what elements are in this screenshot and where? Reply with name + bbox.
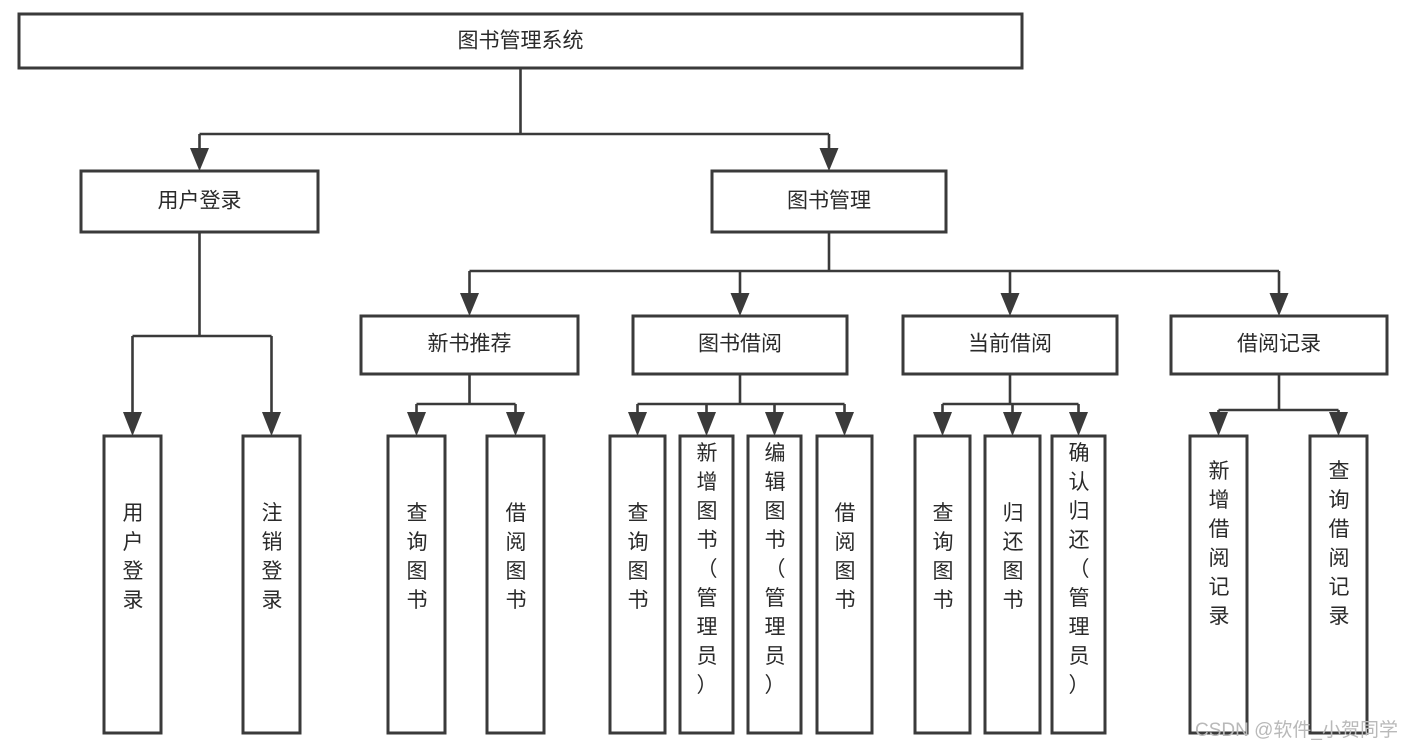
leaf-add-borrow-record[interactable]: 新增借阅记录: [1188, 434, 1249, 735]
leaf-add-book-admin-box[interactable]: [678, 434, 735, 735]
leaf-query-book-newrec-box[interactable]: [386, 434, 447, 735]
leaf-query-book-newrec-label: 查询图书: [407, 502, 428, 612]
node-current-borrow-label: 当前借阅: [968, 333, 1052, 356]
leaf-logout-label: 注销登录: [262, 502, 283, 612]
leaf-borrow-book[interactable]: 借阅图书: [815, 434, 874, 735]
leaf-query-book-borrow-box[interactable]: [608, 434, 667, 735]
leaf-borrow-book-newrec[interactable]: 借阅图书: [485, 434, 546, 735]
arrowhead-borrow-leaf-3: [765, 412, 784, 436]
arrowhead-leaf-logout: [262, 412, 281, 436]
arrowhead-newbook-leaf-2: [506, 412, 525, 436]
leaf-query-borrow-record[interactable]: 查询借阅记录: [1308, 434, 1369, 735]
arrowhead-current-leaf-3: [1069, 412, 1088, 436]
arrowhead-borrow-leaf-2: [697, 412, 716, 436]
node-current-borrow[interactable]: 当前借阅: [901, 314, 1119, 376]
arrowhead-book-borrow: [730, 293, 750, 316]
leaf-edit-book-admin[interactable]: 编辑图书（管理员）: [746, 434, 803, 735]
node-book-borrow-label: 图书借阅: [698, 333, 782, 356]
arrowhead-borrow-leaf-1: [628, 412, 647, 436]
leaf-confirm-return-admin-label: 确认归还（管理员）: [1069, 442, 1090, 697]
leaf-query-book-current-box[interactable]: [913, 434, 972, 735]
arrowhead-newbook-leaf-1: [407, 412, 426, 436]
arrowhead-current-borrow: [1000, 293, 1020, 316]
leaf-borrow-book-box[interactable]: [815, 434, 874, 735]
node-new-book-recommend[interactable]: 新书推荐: [359, 314, 580, 376]
node-user-login-label: 用户登录: [158, 190, 242, 213]
leaf-return-book[interactable]: 归还图书: [983, 434, 1042, 735]
leaf-confirm-return-admin[interactable]: 确认归还（管理员）: [1050, 434, 1107, 735]
leaf-query-book-newrec[interactable]: 查询图书: [386, 434, 447, 735]
arrowhead-book-mgmt: [819, 148, 839, 171]
leaf-borrow-book-label: 借阅图书: [835, 502, 856, 612]
leaf-query-book-borrow-label: 查询图书: [628, 502, 649, 612]
arrowhead-borrow-record: [1269, 293, 1289, 316]
leaf-logout-box[interactable]: [241, 434, 302, 735]
arrowhead-new-book-rec: [460, 293, 479, 316]
node-borrow-record-box[interactable]: [1169, 314, 1389, 376]
leaf-query-borrow-record-box[interactable]: [1308, 434, 1369, 735]
leaf-edit-book-admin-label: 编辑图书（管理员）: [765, 442, 786, 697]
leaf-add-book-admin[interactable]: 新增图书（管理员）: [678, 434, 735, 735]
node-root-system-box[interactable]: [17, 12, 1024, 70]
node-user-login[interactable]: 用户登录: [79, 169, 320, 234]
node-borrow-record-label: 借阅记录: [1237, 333, 1321, 356]
node-new-book-recommend-box[interactable]: [359, 314, 580, 376]
node-book-borrow[interactable]: 图书借阅: [631, 314, 849, 376]
leaf-query-book-current[interactable]: 查询图书: [913, 434, 972, 735]
arrowhead-borrow-leaf-4: [835, 412, 854, 436]
leaf-add-borrow-record-box[interactable]: [1188, 434, 1249, 735]
leaf-add-borrow-record-label: 新增借阅记录: [1209, 460, 1230, 628]
leaf-edit-book-admin-box[interactable]: [746, 434, 803, 735]
node-book-borrow-box[interactable]: [631, 314, 849, 376]
leaf-user-login-label: 用户登录: [123, 502, 144, 612]
node-root-system-label: 图书管理系统: [458, 30, 584, 53]
leaf-user-login-box[interactable]: [102, 434, 163, 735]
leaf-confirm-return-admin-box[interactable]: [1050, 434, 1107, 735]
arrowhead-leaf-user-login: [123, 412, 142, 436]
leaf-add-book-admin-label: 新增图书（管理员）: [697, 442, 718, 697]
node-new-book-recommend-label: 新书推荐: [428, 333, 512, 356]
leaf-return-book-box[interactable]: [983, 434, 1042, 735]
node-root-system[interactable]: 图书管理系统: [17, 12, 1024, 70]
leaf-query-book-current-label: 查询图书: [933, 502, 954, 612]
node-book-management-box[interactable]: [710, 169, 948, 234]
arrowhead-record-leaf-2: [1329, 412, 1348, 436]
node-book-management[interactable]: 图书管理: [710, 169, 948, 234]
connector-layer: [123, 68, 1348, 436]
node-borrow-record[interactable]: 借阅记录: [1169, 314, 1389, 376]
leaf-borrow-book-newrec-box[interactable]: [485, 434, 546, 735]
leaf-return-book-label: 归还图书: [1003, 502, 1024, 612]
arrowhead-current-leaf-2: [1003, 412, 1022, 436]
arrowhead-record-leaf-1: [1209, 412, 1228, 436]
leaf-query-borrow-record-label: 查询借阅记录: [1329, 460, 1350, 628]
arrowhead-user-login: [190, 148, 209, 171]
node-user-login-box[interactable]: [79, 169, 320, 234]
node-current-borrow-box[interactable]: [901, 314, 1119, 376]
csdn-watermark: CSDN @软件_小贺同学: [1195, 719, 1398, 741]
node-book-management-label: 图书管理: [787, 190, 871, 213]
leaf-query-book-borrow[interactable]: 查询图书: [608, 434, 667, 735]
leaf-user-login[interactable]: 用户登录: [102, 434, 163, 735]
leaf-logout[interactable]: 注销登录: [241, 434, 302, 735]
arrowhead-current-leaf-1: [933, 412, 952, 436]
leaf-borrow-book-newrec-label: 借阅图书: [506, 502, 527, 612]
